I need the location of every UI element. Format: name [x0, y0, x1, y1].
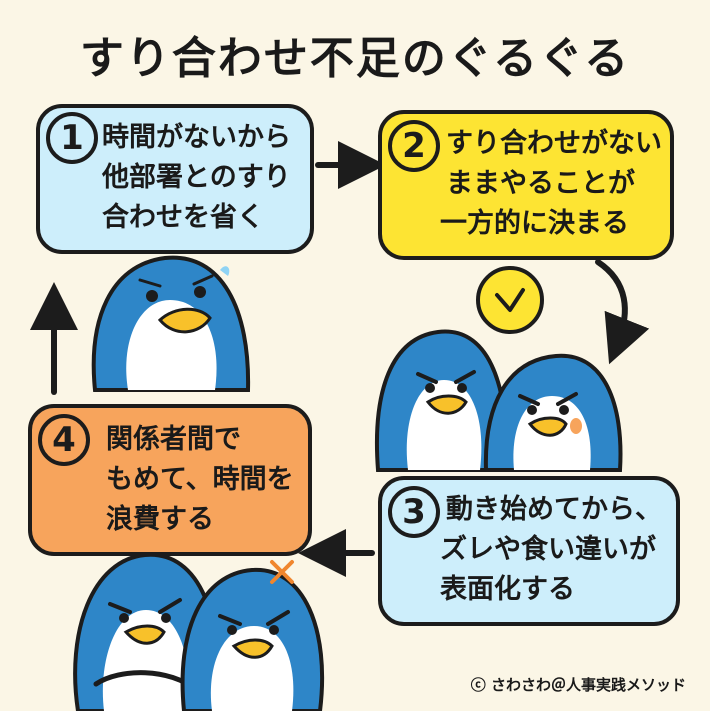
step-3-number: 3 [388, 486, 440, 538]
page-title: すり合わせ不足のぐるぐる [79, 33, 631, 84]
step-1-line-3: 合わせを省く [102, 202, 264, 233]
arrow-2-to-3 [595, 259, 650, 365]
angry-penguin-icon-right [483, 353, 623, 472]
step-4-line-3: 浪費する [106, 504, 214, 535]
step-4-number: 4 [38, 414, 90, 466]
step-2-line-1: すり合わせがない [446, 128, 662, 159]
clock-icon [476, 266, 544, 334]
angry-penguin-icon-bottom [180, 567, 325, 711]
step-3-line-1: 動き始めてから、 [446, 494, 662, 525]
step-1-number: 1 [46, 112, 98, 164]
anger-mark-icon [270, 560, 294, 584]
credit-text: ⓒ さわさわ＠人事実践メソッド [470, 676, 686, 694]
step-2-line-3: 一方的に決まる [440, 208, 629, 239]
step-3-line-3: 表面化する [440, 574, 575, 605]
worried-penguin-icon [91, 255, 251, 392]
step-4-line-1: 関係者間で [106, 424, 241, 455]
step-1-box [36, 104, 314, 254]
step-2-line-2: ままやることが [446, 168, 635, 199]
step-2-number: 2 [388, 120, 440, 172]
step-1-line-1: 時間がないから [102, 122, 291, 153]
step-3-line-2: ズレや食い違いが [440, 534, 656, 565]
step-1-line-2: 他部署とのすり [102, 162, 291, 193]
angry-penguin-icon-left [375, 329, 509, 472]
step-4-line-2: もめて、時間を [106, 464, 294, 495]
